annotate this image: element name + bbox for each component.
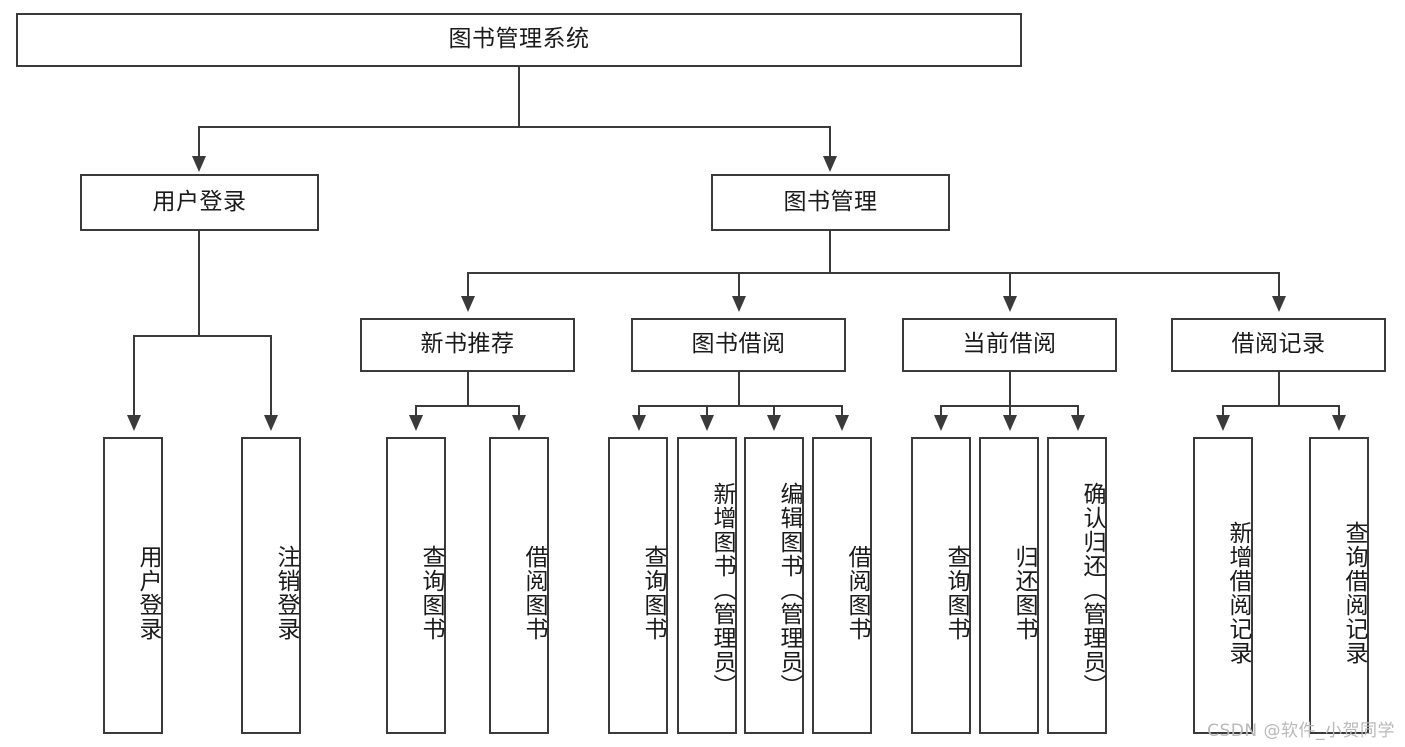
arrowhead-new-book xyxy=(461,296,475,312)
leaf-query-book-current[interactable]: 查询图书 xyxy=(911,437,971,734)
node-label: 借阅图书 xyxy=(844,544,870,641)
connector-book-manage-to-book-borrow xyxy=(738,272,740,302)
arrowhead-leaf-user-login xyxy=(127,415,141,431)
arrowhead-leaf-query-record xyxy=(1332,415,1346,431)
node-label: 借阅记录 xyxy=(1231,331,1326,358)
node-label: 图书管理 xyxy=(783,188,878,215)
leaf-edit-book[interactable]: 编辑图书（管理员） xyxy=(744,437,804,734)
node-book-manage[interactable]: 图书管理 xyxy=(711,174,950,231)
csdn-watermark: CSDN @软件_小贺同学 xyxy=(1207,721,1395,741)
connector-borrow-record-to-leaf-1 xyxy=(1338,405,1340,421)
arrowhead-leaf-return-book xyxy=(1003,415,1017,431)
connector-book-manage-to-new-book xyxy=(467,272,469,302)
node-label: 查询借阅记录 xyxy=(1341,520,1367,665)
node-label: 借阅图书 xyxy=(521,544,547,641)
connector-current-borrow-to-leaf-0 xyxy=(940,405,942,421)
connector-root-bus xyxy=(198,126,831,128)
arrowhead-leaf-add-book xyxy=(700,415,714,431)
node-book-borrow[interactable]: 图书借阅 xyxy=(631,318,846,372)
leaf-return-book[interactable]: 归还图书 xyxy=(979,437,1039,734)
node-current-borrow[interactable]: 当前借阅 xyxy=(902,318,1117,372)
leaf-logout[interactable]: 注销登录 xyxy=(241,437,301,734)
arrowhead-leaf-query-book-c xyxy=(934,415,948,431)
node-label: 用户登录 xyxy=(135,544,161,641)
node-label: 查询图书 xyxy=(943,544,969,641)
node-label: 图书管理系统 xyxy=(448,26,590,53)
node-label: 新书推荐 xyxy=(420,331,515,358)
connector-root-to-book-manage xyxy=(829,126,831,162)
arrowhead-book-manage xyxy=(823,156,837,172)
connector-current-borrow-to-leaf-1 xyxy=(1009,405,1011,421)
connector-book-manage-to-borrow-record xyxy=(1278,272,1280,302)
connector-current-borrow-stem xyxy=(1009,372,1011,405)
leaf-borrow-book-new[interactable]: 借阅图书 xyxy=(489,437,549,734)
connector-book-manage-stem xyxy=(829,231,831,272)
node-label: 归还图书 xyxy=(1011,544,1037,641)
leaf-user-login[interactable]: 用户登录 xyxy=(103,437,163,734)
node-root-system[interactable]: 图书管理系统 xyxy=(16,13,1022,67)
connector-current-borrow-to-leaf-2 xyxy=(1077,405,1079,421)
arrowhead-leaf-add-record xyxy=(1216,415,1230,431)
connector-book-borrow-to-leaf-0 xyxy=(638,405,640,421)
connector-user-login-bus xyxy=(133,335,272,337)
node-label: 确认归还（管理员） xyxy=(1079,481,1105,698)
arrowhead-leaf-borrow-book-a xyxy=(512,415,526,431)
arrowhead-leaf-logout xyxy=(264,415,278,431)
connector-book-borrow-to-leaf-2 xyxy=(773,405,775,421)
leaf-confirm-return[interactable]: 确认归还（管理员） xyxy=(1047,437,1107,734)
arrowhead-user-login xyxy=(192,156,206,172)
node-borrow-record[interactable]: 借阅记录 xyxy=(1171,318,1386,372)
arrowhead-leaf-borrow-book-b xyxy=(835,415,849,431)
leaf-query-book-borrow[interactable]: 查询图书 xyxy=(608,437,668,734)
leaf-query-borrow-record[interactable]: 查询借阅记录 xyxy=(1309,437,1369,734)
node-label: 新增借阅记录 xyxy=(1225,520,1251,665)
node-label: 当前借阅 xyxy=(962,331,1057,358)
connector-new-book-stem xyxy=(467,372,469,405)
connector-new-book-to-leaf-1 xyxy=(518,405,520,421)
connector-book-manage-bus xyxy=(467,272,1280,274)
node-label: 新增图书（管理员） xyxy=(709,481,735,698)
arrowhead-book-borrow xyxy=(732,296,746,312)
connector-user-login-stem xyxy=(198,231,200,335)
connector-new-book-bus xyxy=(415,405,519,407)
connector-borrow-record-bus xyxy=(1222,405,1338,407)
connector-book-manage-to-current-borrow xyxy=(1009,272,1011,302)
connector-root-to-user-login xyxy=(198,126,200,162)
connector-user-login-to-leaf-0 xyxy=(133,335,135,421)
arrowhead-leaf-query-book-a xyxy=(409,415,423,431)
node-label: 用户登录 xyxy=(152,188,247,215)
leaf-borrow-book[interactable]: 借阅图书 xyxy=(812,437,872,734)
connector-root-stem xyxy=(518,67,520,126)
node-label: 编辑图书（管理员） xyxy=(776,481,802,698)
connector-borrow-record-to-leaf-0 xyxy=(1222,405,1224,421)
connector-book-borrow-bus xyxy=(638,405,843,407)
arrowhead-leaf-edit-book xyxy=(767,415,781,431)
leaf-query-book-new[interactable]: 查询图书 xyxy=(386,437,446,734)
arrowhead-leaf-confirm-return xyxy=(1071,415,1085,431)
arrowhead-current-borrow xyxy=(1003,296,1017,312)
node-label: 查询图书 xyxy=(418,544,444,641)
node-new-book[interactable]: 新书推荐 xyxy=(360,318,575,372)
connector-new-book-to-leaf-0 xyxy=(415,405,417,421)
node-label: 注销登录 xyxy=(273,544,299,641)
connector-book-borrow-to-leaf-3 xyxy=(841,405,843,421)
arrowhead-borrow-record xyxy=(1272,296,1286,312)
node-label: 查询图书 xyxy=(640,544,666,641)
connector-book-borrow-stem xyxy=(738,372,740,405)
node-user-login[interactable]: 用户登录 xyxy=(80,174,319,231)
connector-user-login-to-leaf-1 xyxy=(270,335,272,421)
connector-book-borrow-to-leaf-1 xyxy=(706,405,708,421)
connector-borrow-record-stem xyxy=(1278,372,1280,405)
node-label: 图书借阅 xyxy=(691,331,786,358)
arrowhead-leaf-query-book-b xyxy=(632,415,646,431)
leaf-add-book[interactable]: 新增图书（管理员） xyxy=(677,437,737,734)
leaf-add-borrow-record[interactable]: 新增借阅记录 xyxy=(1193,437,1253,734)
